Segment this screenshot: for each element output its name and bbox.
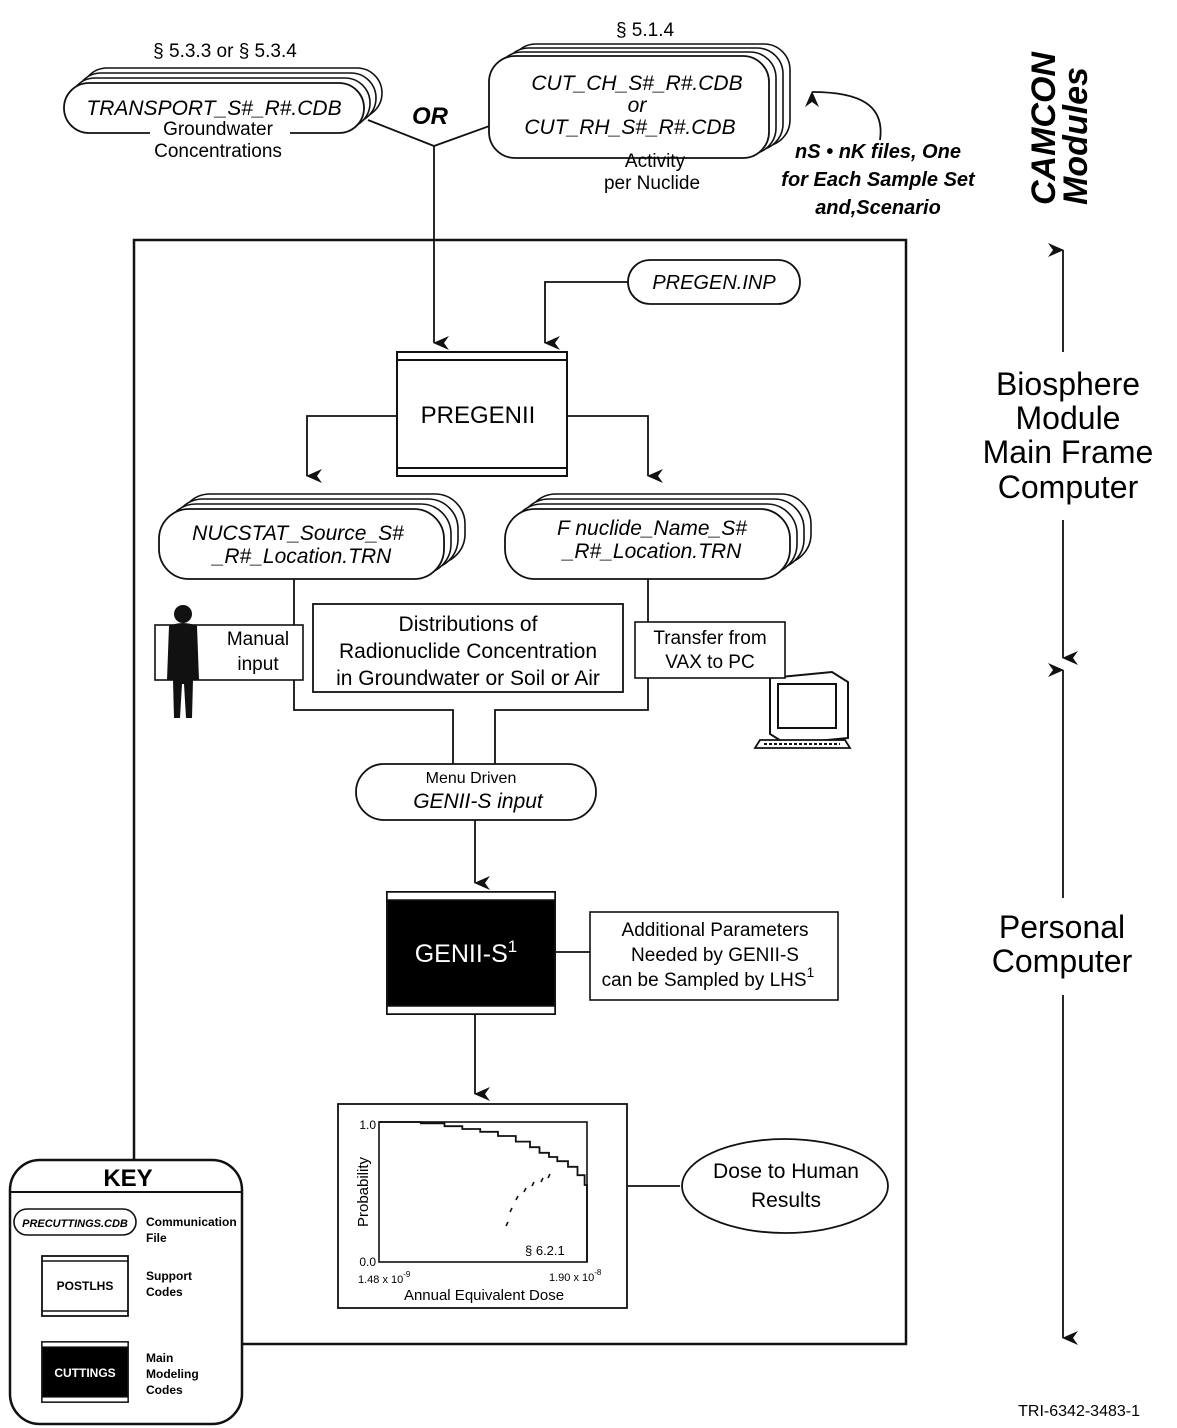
dose-results-line2: Results: [751, 1189, 821, 1212]
key-main-example-label: CUTTINGS: [54, 1366, 115, 1380]
pregenii-label: PREGENII: [421, 402, 536, 429]
chart-y-label: Probability: [355, 1156, 372, 1227]
additional-line2: Needed by GENII-S: [631, 945, 799, 966]
chart-cdf-line: [379, 1121, 588, 1262]
chart-x-tick-right: 1.90 x 10-8: [549, 1268, 602, 1284]
manual-input-line2: input: [237, 654, 279, 675]
transfer-line1: Transfer from: [653, 628, 766, 649]
cut-file-line1: CUT_CH_S#_R#.CDB: [531, 72, 742, 95]
files-note-line2: for Each Sample Set: [781, 169, 976, 191]
transport-file-name: TRANSPORT_S#_R#.CDB: [86, 97, 341, 120]
key-support-line2: Codes: [146, 1285, 183, 1299]
nucstat-line2: _R#_Location.TRN: [211, 545, 392, 568]
personal-line1: Personal: [999, 909, 1125, 945]
pregenii-box: [396, 351, 568, 477]
fnuclide-line2: _R#_Location.TRN: [561, 540, 742, 563]
computer-icon: [753, 670, 852, 749]
biosphere-line1: Biosphere: [996, 366, 1140, 402]
arrow-pregenii-right: [567, 415, 663, 483]
cut-file-stack: [488, 43, 791, 159]
transfer-box: [634, 621, 786, 679]
nucstat-line1: NUCSTAT_Source_S#: [192, 522, 404, 545]
transport-section-ref: § 5.3.3 or § 5.3.4: [153, 41, 297, 62]
key-main-line3: Codes: [146, 1383, 183, 1397]
key-support-line1: Support: [146, 1269, 192, 1283]
key-communication-line1: Communication: [146, 1215, 237, 1229]
distributions-line1: Distributions of: [399, 613, 538, 636]
chart-annotation: § 6.2.1: [525, 1243, 565, 1258]
biosphere-line2: Module: [1016, 400, 1121, 436]
distributions-box: [312, 603, 624, 693]
transport-caption-line2: Concentrations: [154, 141, 282, 162]
chart-frame: [337, 1103, 628, 1309]
genii-input-file: [355, 763, 597, 821]
camcon-label: CAMCON: [1025, 51, 1063, 205]
cut-file-or: or: [628, 94, 648, 117]
key-main-line1: Main: [146, 1351, 173, 1365]
fnuclide-file-stack: [504, 493, 812, 580]
transfer-line2: VAX to PC: [665, 652, 754, 673]
genii-input-line1: Menu Driven: [426, 770, 517, 787]
transport-caption-line1: Groundwater: [163, 119, 274, 140]
biosphere-line3: Main Frame: [983, 434, 1154, 470]
personal-line2: Computer: [992, 943, 1133, 979]
modules-label: Modules: [1057, 67, 1095, 205]
chart-marks: [379, 1121, 588, 1262]
chart-scatter-ticks: [505, 1173, 551, 1227]
distributions-line2: Radionuclide Concentration: [339, 640, 597, 663]
chart-y-tick-top: 1.0: [359, 1118, 376, 1132]
key-support-example-label: POSTLHS: [57, 1279, 114, 1293]
key-communication-example-label: PRECUTTINGS.CDB: [22, 1218, 128, 1230]
chart-y-tick-bottom: 0.0: [359, 1255, 376, 1269]
key-communication-example: [13, 1208, 137, 1236]
cut-section-ref: § 5.1.4: [616, 20, 675, 41]
arrow-pregen-inp: [544, 281, 628, 350]
manual-input-line1: Manual: [227, 629, 289, 650]
files-note-line1: nS • nK files, One: [795, 141, 961, 163]
fnuclide-line1: F nuclide_Name_S#: [557, 517, 747, 540]
chart-x-tick-left: 1.48 x 10-9: [358, 1270, 411, 1286]
additional-params-box: [589, 911, 839, 1001]
key-main-example: [41, 1341, 129, 1403]
dose-results-ellipse: [681, 1138, 889, 1234]
additional-superscript: 1: [807, 964, 815, 980]
chart-x-label: Annual Equivalent Dose: [404, 1287, 564, 1304]
distributions-line3: in Groundwater or Soil or Air: [336, 667, 600, 690]
cut-file-line2: CUT_RH_S#_R#.CDB: [524, 116, 735, 139]
person-icon: [167, 605, 199, 718]
dose-results-line1: Dose to Human: [713, 1160, 859, 1183]
files-note-arrow: [804, 91, 882, 141]
transport-file-stack: [63, 67, 383, 134]
key-communication-line2: File: [146, 1231, 167, 1245]
genii-s-superscript: 1: [508, 937, 517, 956]
biosphere-line4: Computer: [998, 469, 1139, 505]
key-support-example: [41, 1255, 129, 1317]
figure-id: TRI-6342-3483-1: [1018, 1403, 1140, 1420]
system-frame: [132, 238, 908, 1346]
files-note-line3: and,Scenario: [815, 197, 941, 219]
pregen-inp-label: PREGEN.INP: [652, 272, 776, 294]
additional-line3: can be Sampled by LHS1: [602, 964, 815, 991]
genii-s-label: GENII-S1: [415, 937, 518, 968]
nucstat-file-stack: [158, 493, 466, 580]
genii-s-box: [386, 891, 556, 1015]
or-label: OR: [412, 103, 449, 130]
key-main-line2: Modeling: [146, 1367, 199, 1381]
additional-line1: Additional Parameters: [622, 920, 809, 941]
cut-caption-line2: per Nuclide: [604, 173, 700, 194]
cut-caption-line1: Activity: [625, 151, 686, 172]
arrow-pregenii-left: [306, 415, 397, 483]
genii-input-line2: GENII-S input: [413, 790, 544, 813]
key-title: KEY: [103, 1165, 152, 1192]
